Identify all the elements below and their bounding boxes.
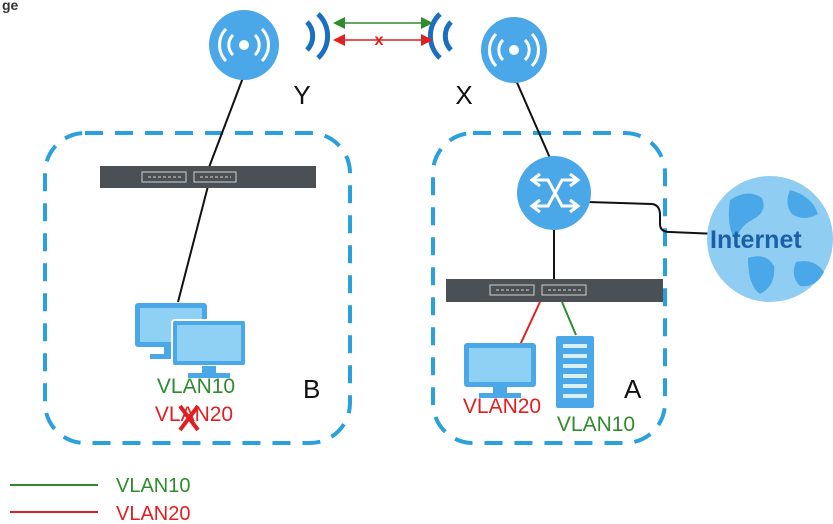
- group-b-vlan10-label: VLAN10: [157, 375, 235, 398]
- wire-switch-a-to-pc-vlan20: [519, 301, 541, 346]
- switch-b-icon: [100, 166, 316, 188]
- vlan20-blocked-x-icon: [178, 404, 200, 432]
- group-a-vlan10-label: VLAN10: [557, 413, 635, 436]
- wire-ap-x-to-router: [514, 77, 551, 159]
- wireless-signal-y-icon: [305, 12, 331, 60]
- group-b-box: [43, 131, 352, 445]
- wire-switch-a-to-server-vlan10: [561, 301, 577, 336]
- wire-switch-b-to-pcs: [177, 185, 209, 303]
- group-a-vlan20-label: VLAN20: [463, 395, 541, 418]
- group-a-label: A: [624, 374, 642, 404]
- internet-globe-icon: [707, 176, 833, 302]
- caption-fragment: ge: [2, 0, 19, 13]
- ap-y-label: Y: [293, 80, 310, 110]
- wire-router-to-internet: [587, 201, 719, 235]
- access-point-y-icon: [209, 10, 279, 80]
- ap-x-label: X: [455, 80, 472, 110]
- legend-vlan20-label: VLAN20: [116, 503, 191, 524]
- wireless-signal-x-icon: [427, 12, 453, 60]
- server-a-icon: [556, 336, 594, 408]
- legend: VLAN10 VLAN20: [10, 475, 191, 524]
- wire-ap-y-to-switch-b: [207, 74, 245, 171]
- blocked-link-mark: x: [375, 32, 384, 49]
- internet-label: Internet: [710, 226, 802, 254]
- group-a-box: [431, 131, 667, 445]
- computer-b-front-icon: [171, 319, 247, 378]
- switch-a-icon: [446, 279, 663, 302]
- group-b-label: B: [303, 374, 320, 404]
- computer-a-icon: [464, 343, 536, 398]
- router-icon: [517, 156, 591, 230]
- access-point-x-icon: [481, 17, 547, 83]
- legend-vlan10-label: VLAN10: [116, 475, 191, 497]
